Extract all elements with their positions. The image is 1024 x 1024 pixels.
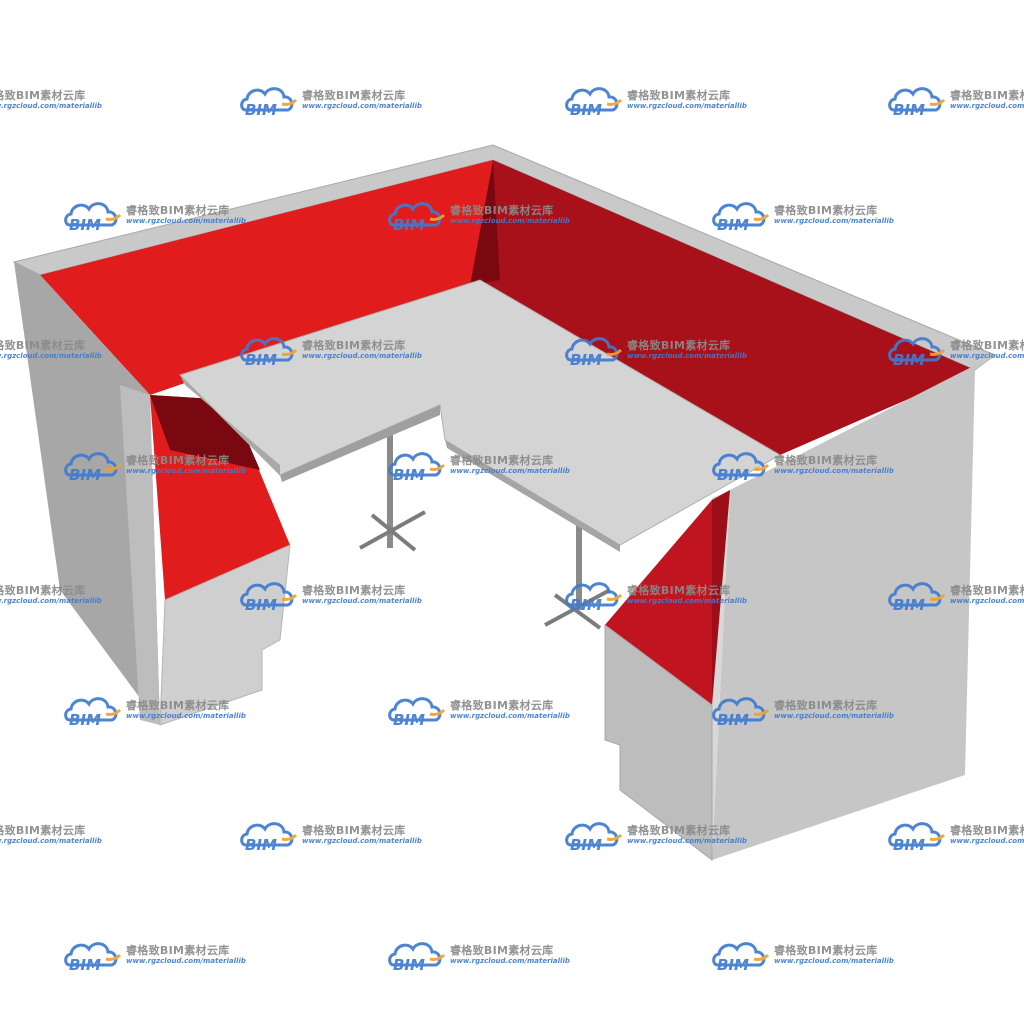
right-bench-base	[604, 624, 713, 862]
left-panel-front	[120, 385, 160, 725]
back-upholstery-left	[40, 160, 493, 395]
back-upholstery-right	[470, 160, 975, 455]
table-leg-right	[576, 510, 582, 610]
table-edge-front	[180, 375, 280, 475]
table-leg-left	[387, 430, 393, 548]
table-foot-left-b	[370, 513, 417, 552]
right-side-panel	[712, 355, 995, 860]
corner-shadow	[470, 160, 500, 285]
right-bench-seat	[605, 500, 712, 705]
left-side-panel	[14, 262, 160, 725]
table-foot-right-b	[553, 593, 602, 630]
table-edge-right	[445, 440, 620, 552]
table-edge-inner	[280, 405, 440, 482]
